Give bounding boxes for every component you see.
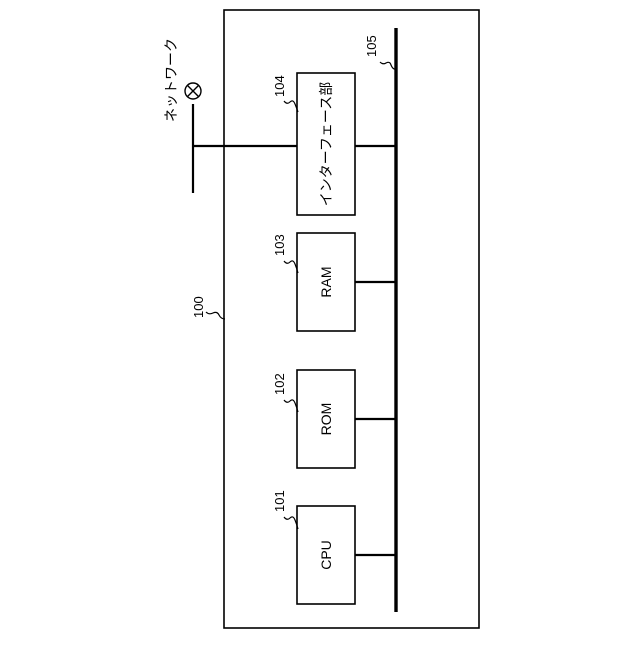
ref-100: 100 — [191, 296, 206, 318]
interface-unit-label: インターフェース部 — [318, 82, 334, 206]
cpu-label: CPU — [318, 540, 334, 570]
rom-label: ROM — [318, 403, 334, 436]
ref-105: 105 — [364, 35, 379, 57]
ref-100-leader — [206, 312, 225, 319]
ref-103: 103 — [272, 234, 287, 256]
ref-104: 104 — [272, 75, 287, 97]
ref-101: 101 — [272, 490, 287, 512]
network-label: ネットワーク — [163, 38, 179, 122]
ref-102: 102 — [272, 373, 287, 395]
ram-label: RAM — [318, 266, 334, 297]
network-terminal-icon — [185, 83, 201, 99]
